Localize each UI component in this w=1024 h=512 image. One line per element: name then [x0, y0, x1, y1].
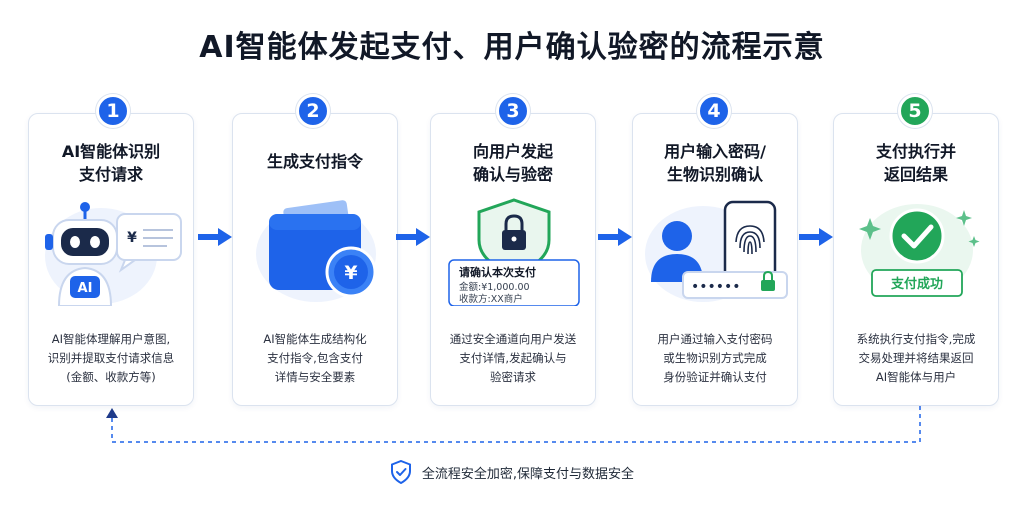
step-badge-2: 2 [296, 94, 330, 128]
step-description: AI智能体理解用户意图, 识别并提取支付请求信息 (金额、收款方等) [37, 330, 185, 387]
desc-line: 识别并提取支付请求信息 [47, 351, 175, 365]
arrow-right-icon [396, 228, 430, 246]
step-title-line: AI智能体识别 [61, 142, 161, 161]
step-title-line: 用户输入密码/ [664, 142, 766, 161]
step-badge-4: 4 [697, 94, 731, 128]
ai-robot-illustration: AI ¥ [45, 202, 182, 306]
step-card-5: 支付执行并 返回结果 支付成功 系统执行支付指令,完成 交易处理并将结果返回 A… [833, 113, 999, 406]
desc-line: (金额、收款方等) [66, 370, 156, 384]
step-title: 生成支付指令 [233, 150, 397, 173]
success-label: 支付成功 [890, 276, 943, 292]
page-title: AI智能体发起支付、用户确认验密的流程示意 [199, 30, 825, 65]
desc-line: 交易处理并将结果返回 [858, 351, 974, 365]
desc-line: AI智能体生成结构化 [263, 332, 367, 346]
amount-line: 金额:¥1,000.00 [459, 281, 530, 293]
step-description: 系统执行支付指令,完成 交易处理并将结果返回 AI智能体与用户 [842, 330, 990, 387]
check-circle-icon [889, 208, 945, 264]
desc-line: 通过安全通道向用户发送 [449, 332, 577, 346]
step-badge-3: 3 [496, 94, 530, 128]
desc-line: 支付指令,包含支付 [267, 351, 363, 365]
step-card-4: 用户输入密码/ 生物识别确认 •••••• 用户通过输入支付密码 或生物识别方式… [632, 113, 798, 406]
step-title: 用户输入密码/ 生物识别确认 [633, 140, 797, 186]
step-title-line: 确认与验密 [472, 165, 553, 184]
wallet-illustration: ¥ [256, 200, 377, 302]
password-dots: •••••• [691, 279, 741, 295]
desc-line: 系统执行支付指令,完成 [856, 332, 976, 346]
desc-line: 详情与安全要素 [274, 370, 356, 384]
desc-line: 验密请求 [490, 370, 536, 384]
step-badge-1: 1 [96, 94, 130, 128]
step-card-1: AI智能体识别 支付请求 AI ¥ AI智能体理解用户意图, 识别并提取支付请求… [28, 113, 194, 406]
shield-check-icon [390, 460, 411, 484]
antenna-icon [80, 202, 90, 212]
desc-line: 支付详情,发起确认与 [459, 351, 567, 365]
user-icon [662, 221, 692, 251]
sparkle-icon [859, 218, 881, 240]
step-title-line: 返回结果 [883, 165, 948, 184]
robot-label: AI [78, 281, 93, 296]
yen-icon: ¥ [127, 230, 137, 246]
shield-lock-illustration: 请确认本次支付 金额:¥1,000.00 收款方:XX商户 [448, 198, 580, 306]
step-title-line: 向用户发起 [472, 142, 553, 161]
step-description: 用户通过输入支付密码 或生物识别方式完成 身份验证并确认支付 [641, 330, 789, 387]
desc-line: 用户通过输入支付密码 [657, 332, 773, 346]
payee-line: 收款方:XX商户 [459, 293, 523, 305]
desc-line: 或生物识别方式完成 [663, 351, 767, 365]
confirm-panel [448, 259, 580, 306]
desc-line: AI智能体与用户 [875, 370, 957, 384]
confirm-title: 请确认本次支付 [459, 265, 536, 279]
lock-icon [761, 280, 775, 291]
arrow-right-icon [598, 228, 632, 246]
footer-text: 全流程安全加密,保障支付与数据安全 [421, 466, 635, 482]
success-illustration: 支付成功 [859, 204, 980, 297]
step-title-line: 生物识别确认 [666, 165, 763, 184]
arrow-right-icon [799, 228, 833, 246]
step-description: 通过安全通道向用户发送 支付详情,发起确认与 验密请求 [439, 330, 587, 387]
arrow-right-icon [198, 228, 232, 246]
step-card-3: 向用户发起 确认与验密 请确认本次支付 金额:¥1,000.00 收款方:XX商… [430, 113, 596, 406]
password-field [682, 271, 788, 299]
sparkle-icon [968, 236, 980, 247]
step-title-line: 支付请求 [78, 165, 143, 184]
step-title: 向用户发起 确认与验密 [431, 140, 595, 186]
svg-text:¥: ¥ [344, 262, 357, 284]
step-card-2: 生成支付指令 ¥ AI智能体生成结构化 支付指令,包含支付 详情与安全要素 [232, 113, 398, 406]
desc-line: 身份验证并确认支付 [663, 370, 767, 384]
step-title: 支付执行并 返回结果 [834, 140, 998, 186]
fingerprint-icon [735, 225, 765, 255]
sparkle-icon [956, 210, 972, 226]
step-description: AI智能体生成结构化 支付指令,包含支付 详情与安全要素 [241, 330, 389, 387]
step-title-line: 支付执行并 [875, 142, 956, 161]
step-badge-5: 5 [898, 94, 932, 128]
success-tag [871, 269, 963, 297]
step-title-line: 生成支付指令 [266, 152, 363, 171]
desc-line: AI智能体理解用户意图, [51, 332, 171, 346]
user-fingerprint-illustration: •••••• [645, 200, 788, 302]
security-footer: 全流程安全加密,保障支付与数据安全 [0, 460, 1024, 484]
step-title: AI智能体识别 支付请求 [29, 140, 193, 186]
